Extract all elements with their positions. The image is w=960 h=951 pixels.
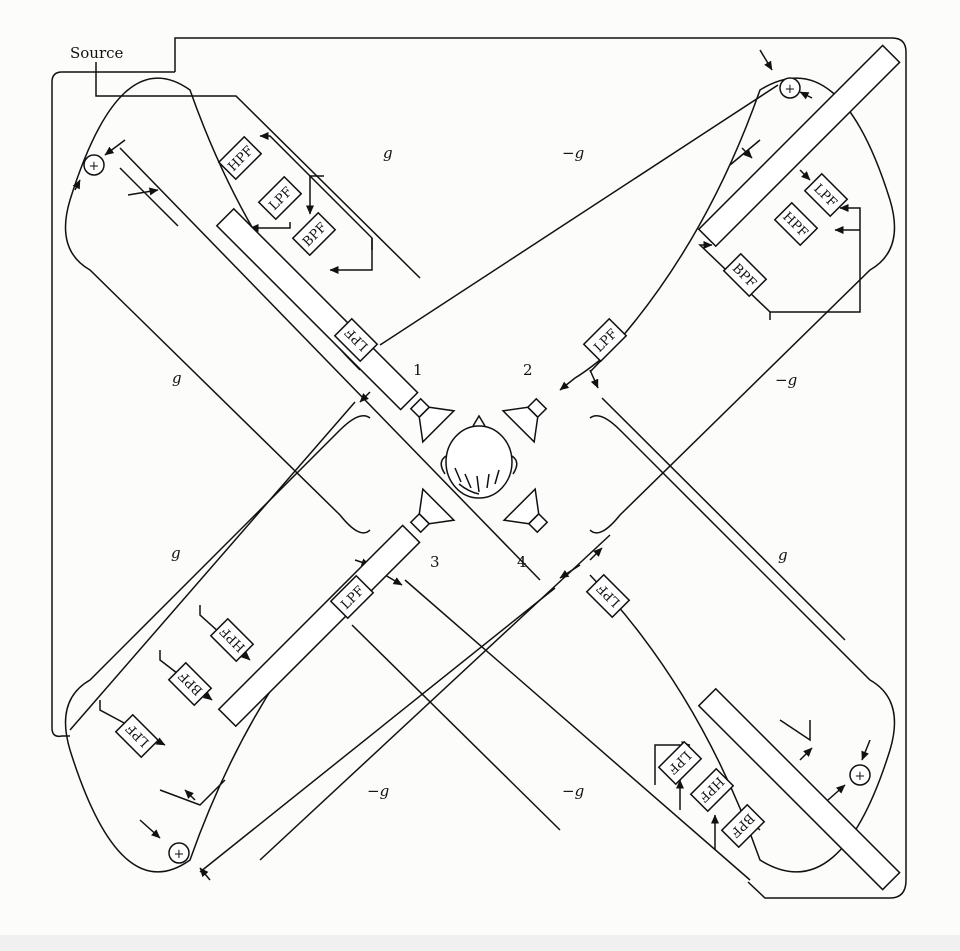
loudspeaker-2 [501,397,548,444]
summer-4: + [849,764,871,786]
filter-hpf-4: HPF [689,767,735,813]
speaker-number-2: 2 [523,361,533,379]
delay-line-1 [215,207,419,411]
branch-4 [559,415,896,873]
branch-2 [559,49,896,534]
page-footer-strip [0,935,960,951]
gain-label: −g [367,782,389,800]
svg-text:+: + [855,769,866,784]
filter-hpf-2: HPF [773,201,819,247]
filter-lpf-2b: LPF [582,317,628,363]
loudspeaker-3 [409,487,456,534]
filter-bpf-1: BPF [291,211,337,257]
filter-bpf-3: BPF [167,661,213,707]
delay-line-2 [697,44,901,248]
gain-label: −g [775,371,797,389]
svg-text:+: + [785,82,796,97]
filter-lpf-4b: LPF [585,573,631,619]
gain-label: g [171,544,181,562]
filter-hpf-1: HPF [217,135,263,181]
svg-text:+: + [174,847,185,862]
listener-head-icon [440,414,518,499]
source-wiring [51,37,907,899]
loudspeaker-4 [502,487,549,534]
filter-bpf-4: BPF [720,803,766,849]
delay-line-3 [217,524,421,728]
speaker-number-4: 4 [517,553,527,571]
svg-text:+: + [89,159,100,174]
delay-line-4 [697,687,901,891]
filter-bpf-2: BPF [722,252,768,298]
summer-1: + [83,154,105,176]
filter-lpf-4a: LPF [657,740,703,786]
loudspeaker-1 [409,397,456,444]
cross-feed-lines [69,84,846,881]
filter-lpf-1a: LPF [257,175,303,221]
gain-label: g [172,369,182,387]
filter-hpf-3: HPF [209,617,255,663]
gain-label: −g [562,144,584,162]
speaker-number-1: 1 [413,361,423,379]
filter-lpf-3b: LPF [329,574,375,620]
filter-lpf-3a: LPF [114,713,160,759]
summer-2: + [779,77,801,99]
filter-lpf-2a: LPF [803,172,849,218]
source-label: Source [70,44,124,62]
gain-labels: g −g g −g g g −g −g [171,144,797,800]
gain-label: −g [562,782,584,800]
summer-3: + [168,842,190,864]
speaker-number-3: 3 [430,553,440,571]
gain-label: g [778,546,788,564]
gain-label: g [383,144,393,162]
